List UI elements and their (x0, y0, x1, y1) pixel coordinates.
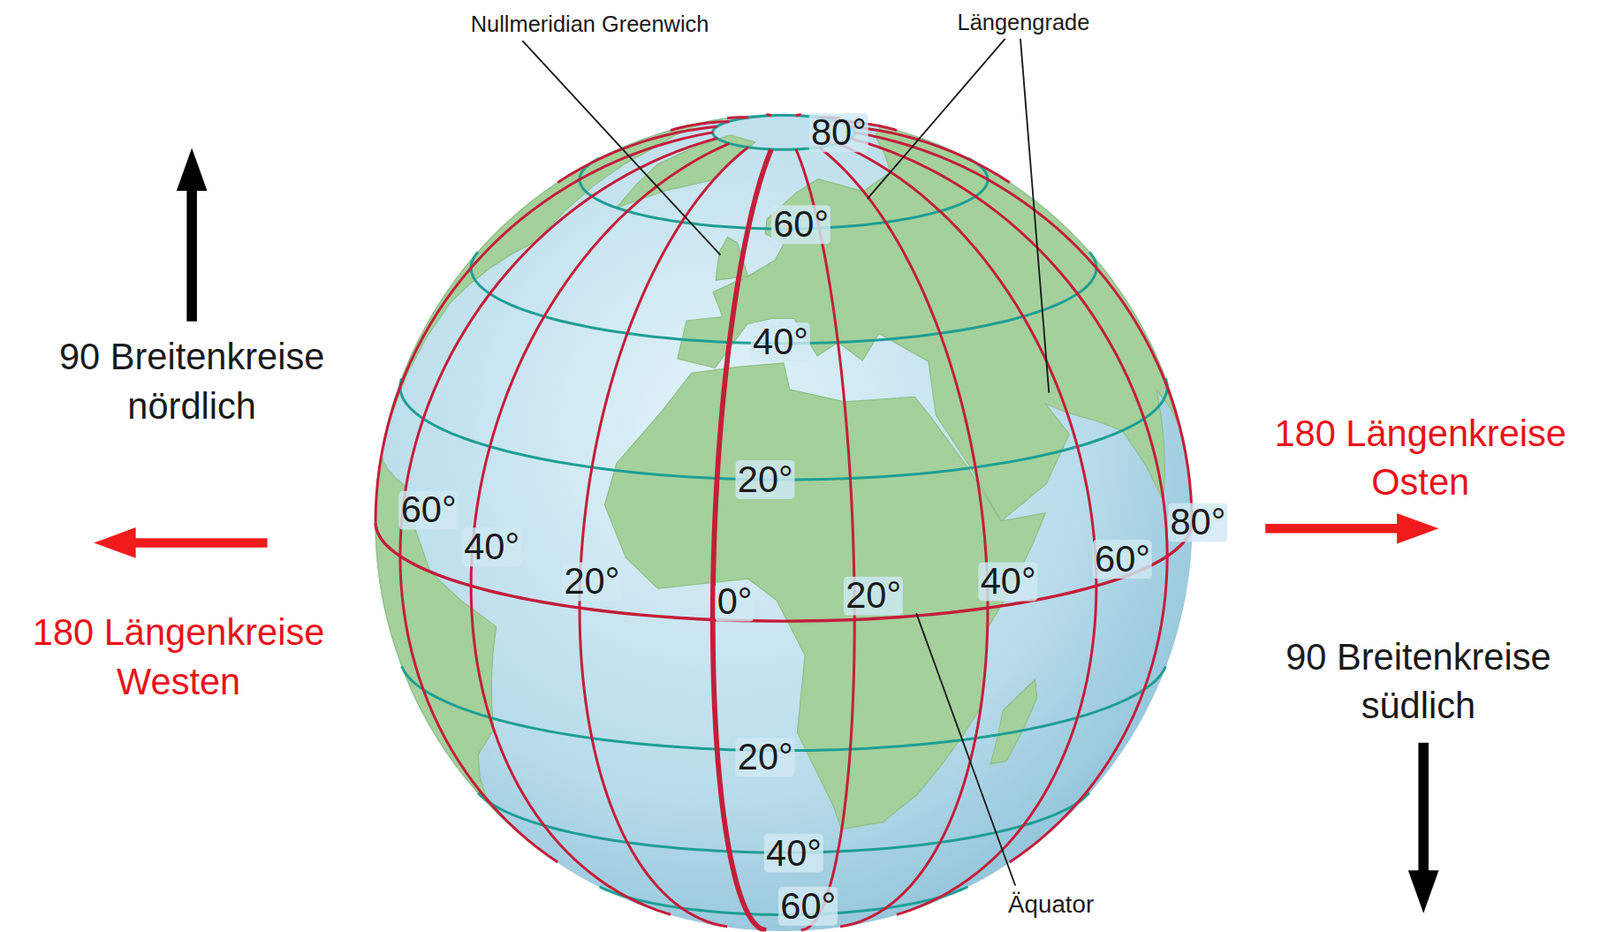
degree-label: 20° (843, 576, 904, 616)
degree-label: 60° (1092, 539, 1153, 579)
east-arrow-head (1396, 513, 1439, 545)
direction-label: 180 Längenkreise Westen (5, 608, 353, 707)
degree-label: 40° (764, 834, 825, 873)
north-arrow-shaft (186, 185, 198, 322)
leader-line (522, 40, 721, 256)
north-arrow-head (176, 147, 208, 191)
degree-label: 80° (809, 113, 870, 152)
land-mass (375, 454, 535, 847)
globe (375, 113, 1192, 931)
direction-label: 180 Längenkreise Osten (1246, 409, 1594, 508)
land-mass (381, 118, 728, 455)
longitude-line (849, 126, 1009, 182)
degree-label: 20° (735, 737, 796, 777)
degree-label: 60° (771, 204, 832, 244)
degree-label: 40° (750, 322, 812, 362)
longitude-line (854, 132, 1192, 523)
leader-line (867, 38, 1006, 199)
south-arrow-shaft (1418, 743, 1429, 876)
longitude-label: Längengrade (957, 7, 1091, 38)
land-mass (990, 680, 1038, 765)
longitude-line (557, 126, 717, 182)
degree-label: 20° (561, 562, 622, 602)
direction-label: 90 Breitenkreise nördlich (23, 333, 361, 432)
degree-label: 60° (778, 887, 839, 926)
longitude-line (849, 138, 1168, 864)
west-arrow-shaft (130, 538, 268, 547)
equator-label: Äquator (1008, 887, 1094, 921)
meridian-label: Nullmeridian Greenwich (470, 9, 710, 40)
longitude-line (765, 114, 772, 116)
longitude-line (837, 143, 1096, 915)
longitude-line (796, 114, 802, 116)
leader-line (916, 613, 1016, 886)
direction-label: 90 Breitenkreise südlich (1250, 632, 1587, 731)
equator-line (375, 522, 1192, 622)
direction-arrows (93, 147, 1439, 913)
degree-label: 40° (978, 562, 1039, 602)
south-arrow-head (1408, 870, 1440, 914)
ocean-sphere (375, 113, 1192, 931)
east-arrow-shaft (1265, 523, 1403, 533)
longitude-line (796, 149, 855, 931)
longitude-line (818, 147, 988, 927)
degree-label: 20° (735, 460, 796, 500)
prime-meridian (712, 149, 772, 931)
leader-lines (522, 38, 1049, 887)
degree-label: 40° (462, 527, 523, 567)
west-arrow-head (93, 527, 136, 559)
degree-label: 0° (714, 583, 754, 622)
longitude-line (727, 117, 749, 119)
degree-label: 60° (398, 491, 459, 531)
leader-line (1020, 38, 1049, 394)
land-mass (677, 126, 1183, 522)
degree-label: 80° (1167, 503, 1229, 543)
